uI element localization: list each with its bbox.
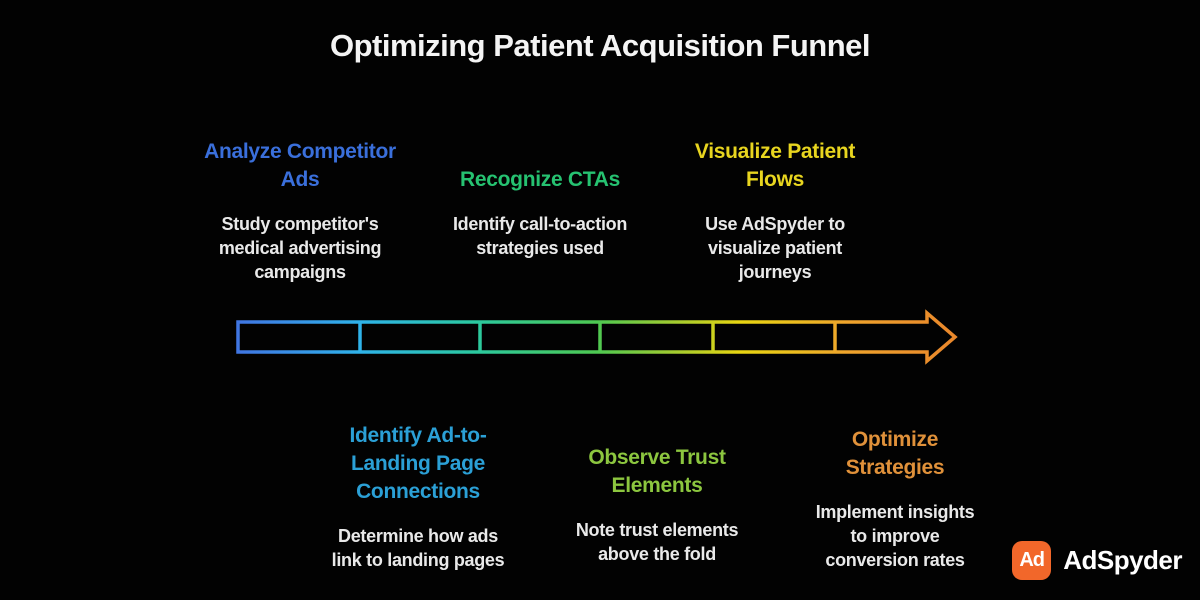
step-description: Study competitor's medical advertising c… <box>218 214 382 282</box>
step-heading: Identify Ad-to-Landing Page Connections <box>349 424 487 503</box>
step-optimize-strategies: Optimize Strategies Implement insights t… <box>800 426 990 572</box>
funnel-arrow <box>233 305 963 367</box>
step-description: Determine how ads link to landing pages <box>331 526 505 570</box>
step-heading: Visualize Patient Flows <box>694 140 856 191</box>
step-heading: Observe Trust Elements <box>588 446 726 497</box>
step-identify-ad-to-landing: Identify Ad-to-Landing Page Connections … <box>328 422 508 572</box>
step-observe-trust-elements: Observe Trust Elements Note trust elemen… <box>557 444 757 566</box>
page-title: Optimizing Patient Acquisition Funnel <box>329 28 871 63</box>
step-description: Use AdSpyder to visualize patient journe… <box>705 214 845 282</box>
arrow-outline <box>236 309 958 365</box>
step-recognize-ctas: Recognize CTAs Identify call-to-action s… <box>450 132 630 260</box>
funnel-arrow-svg <box>236 309 958 365</box>
step-visualize-patient-flows: Visualize Patient Flows Use AdSpyder to … <box>680 132 870 284</box>
step-analyze-competitor-ads: Analyze Competitor Ads Study competitor'… <box>200 132 400 284</box>
step-heading: Optimize Strategies <box>845 428 945 479</box>
step-description: Implement insights to improve conversion… <box>815 502 975 570</box>
adspyder-logo-icon: Ad <box>1012 541 1052 580</box>
adspyder-logo-text: AdSpyder <box>1063 545 1182 575</box>
adspyder-logo: Ad AdSpyder <box>1012 541 1182 580</box>
step-heading: Recognize CTAs <box>460 168 620 191</box>
step-description: Note trust elements above the fold <box>575 520 739 564</box>
step-heading: Analyze Competitor Ads <box>204 140 396 191</box>
step-description: Identify call-to-action strategies used <box>452 214 628 258</box>
